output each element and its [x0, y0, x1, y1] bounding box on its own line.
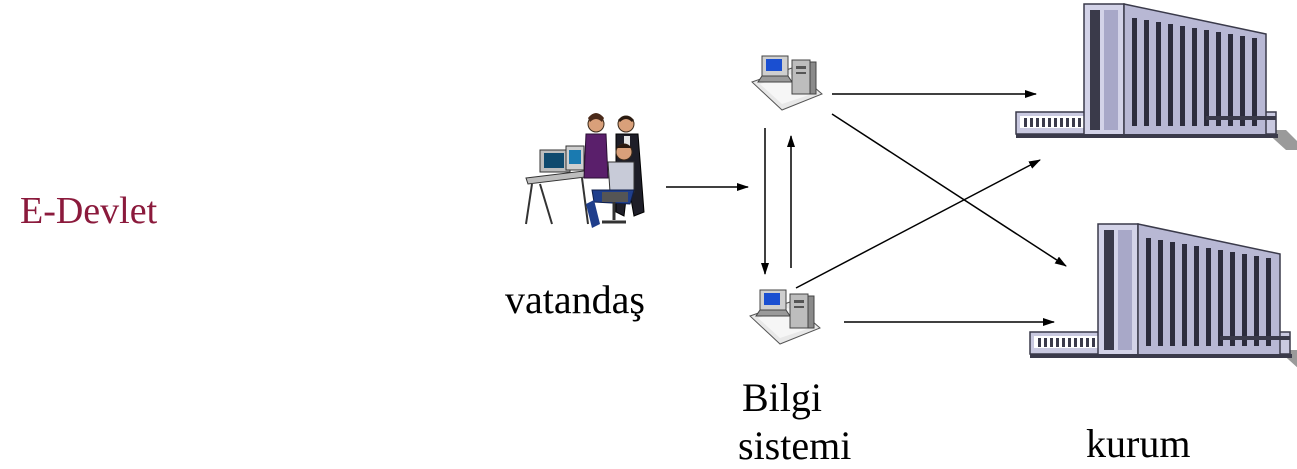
- info-system-label-line2: sistemi: [738, 423, 852, 468]
- computer-icon: [751, 55, 823, 111]
- citizen-label: vatandaş: [505, 277, 645, 322]
- arrow-top-system-to-bottom-building: [831, 113, 1067, 267]
- info-system-label-line1: Bilgi: [742, 375, 823, 420]
- computer-icon: [749, 289, 821, 345]
- building-icon: [1015, 3, 1297, 151]
- diagram-title: E-Devlet: [20, 190, 158, 232]
- people-at-computer-icon: [525, 113, 645, 228]
- building-icon: [1029, 223, 1297, 371]
- arrows: [666, 90, 1067, 326]
- institution-label: kurum: [1086, 421, 1191, 466]
- arrow-bottom-system-to-top-building: [795, 159, 1041, 289]
